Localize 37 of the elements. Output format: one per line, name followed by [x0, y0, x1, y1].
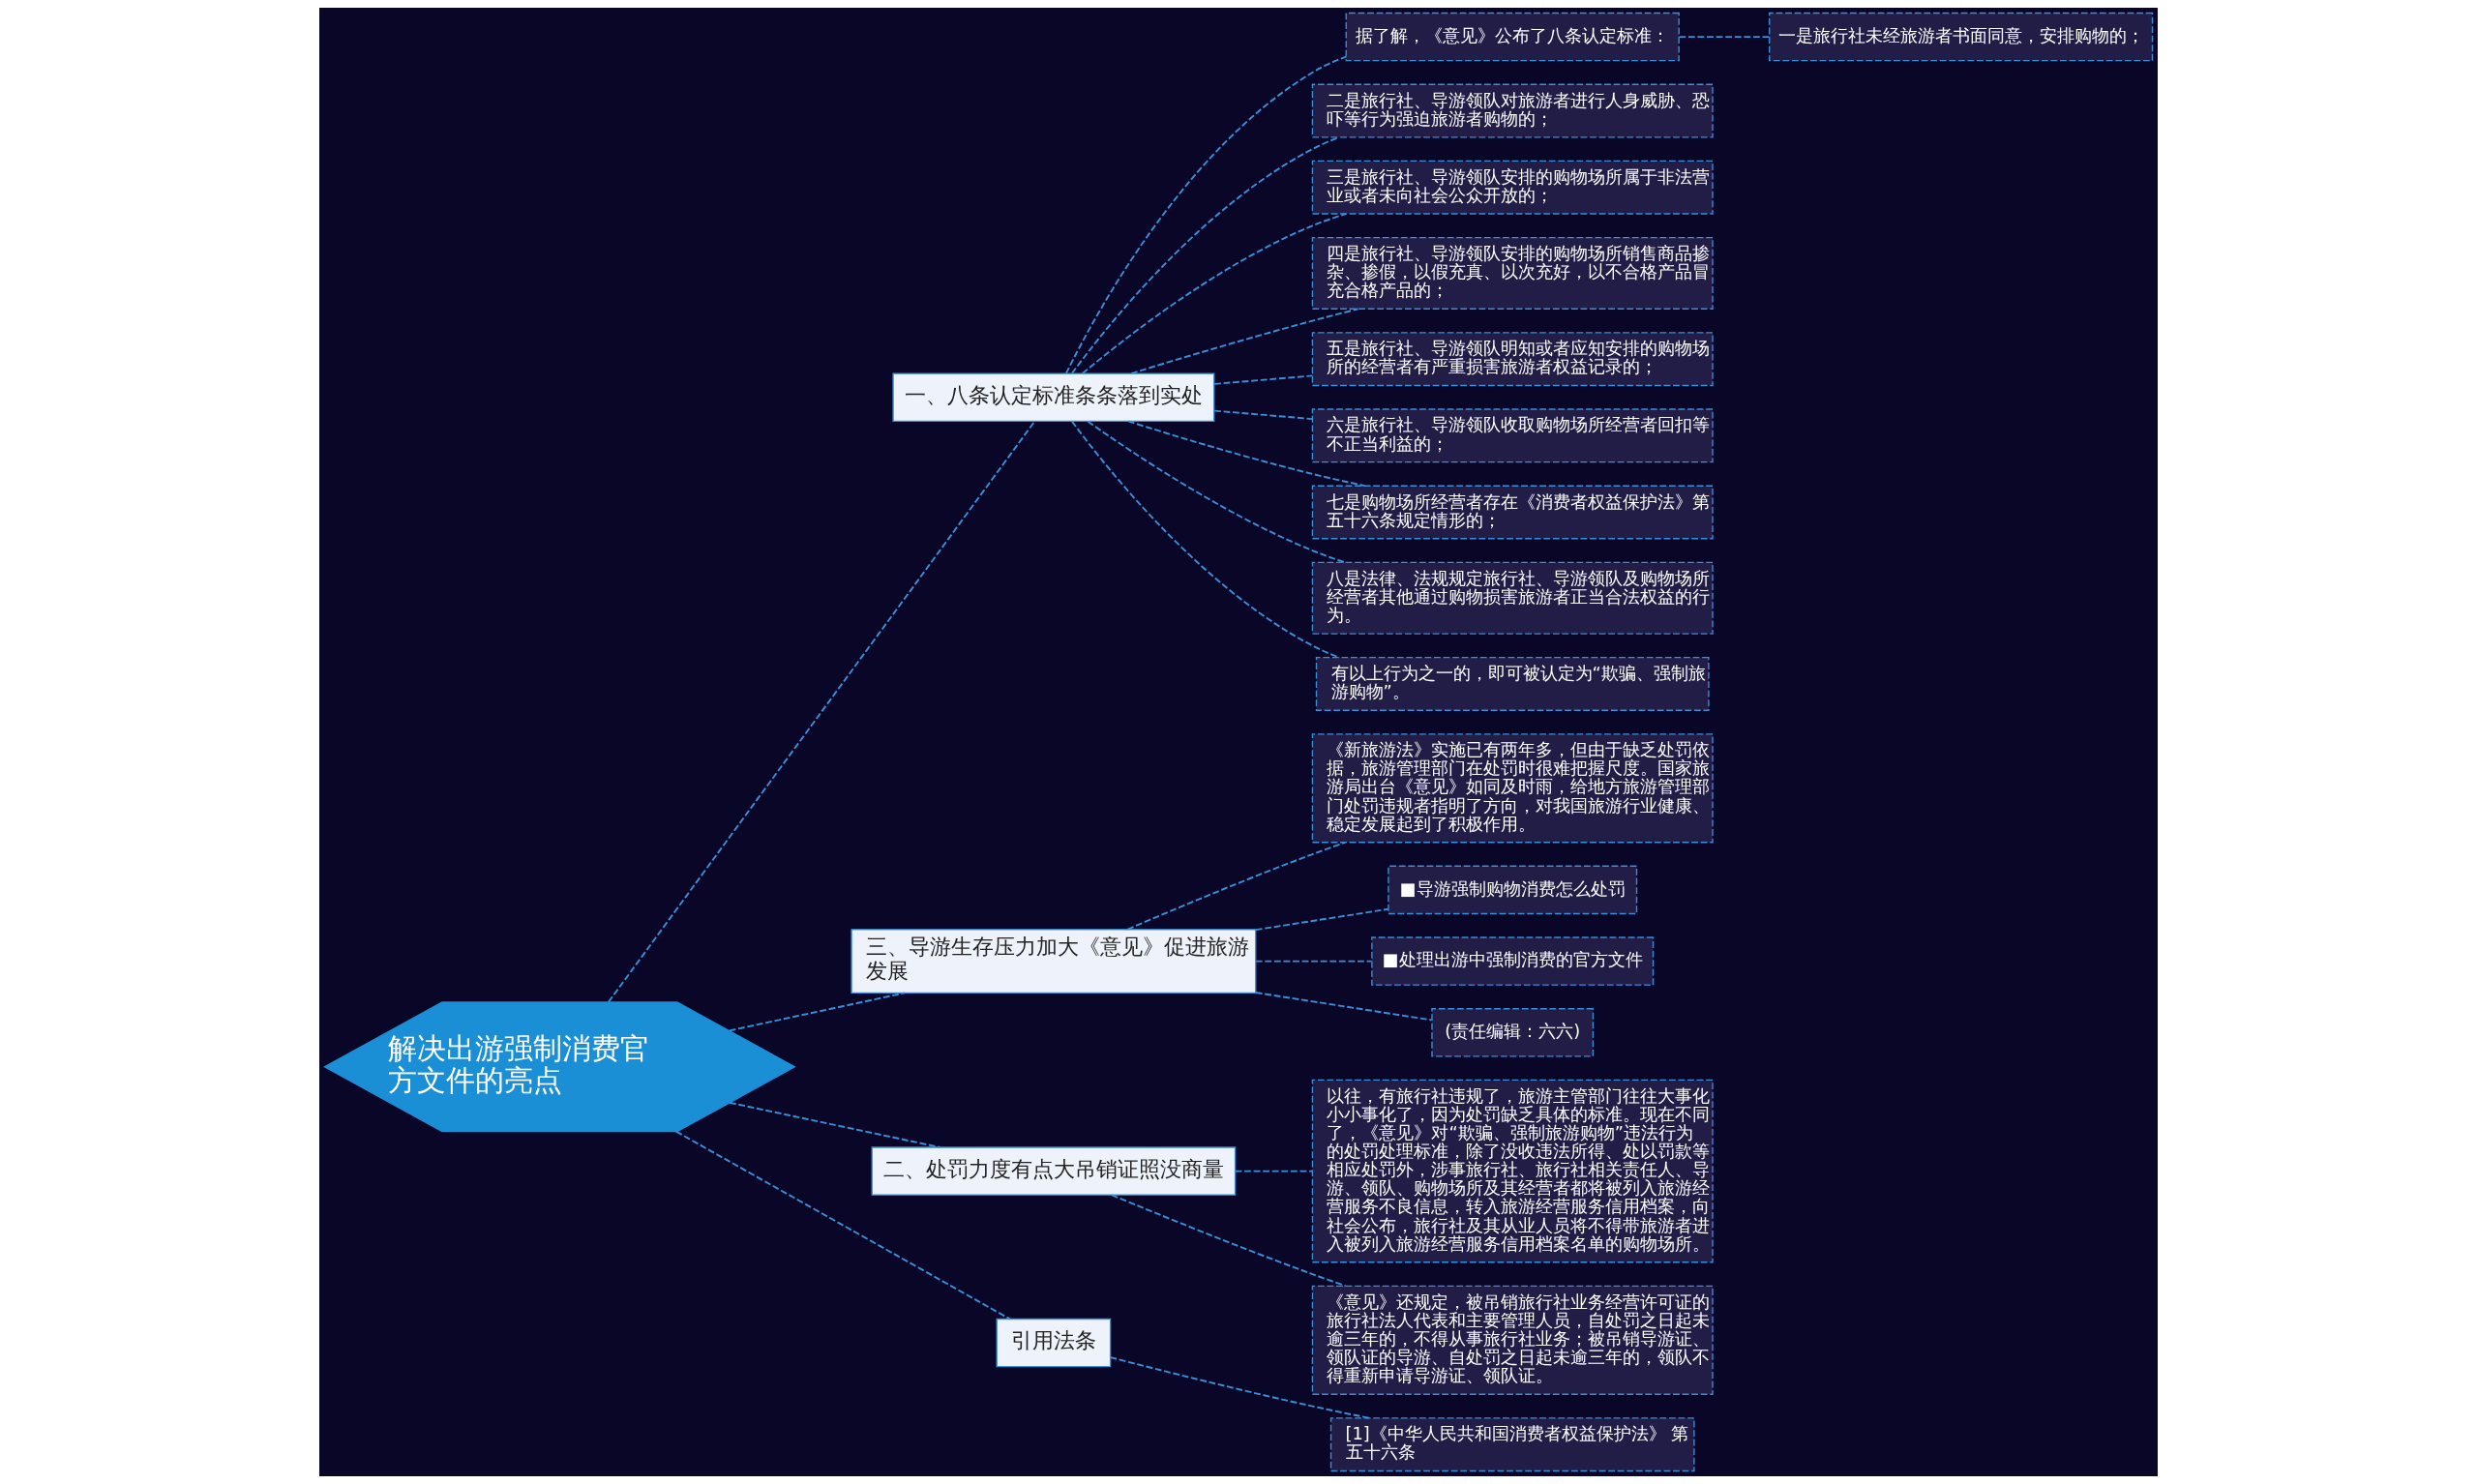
connector: [729, 1101, 941, 1148]
connector: [1678, 36, 1771, 39]
connector: [1081, 213, 1347, 374]
node-box: ■导游强制购物消费怎么处罚: [1388, 865, 1638, 915]
connector: [728, 992, 906, 1032]
connector: [1111, 1194, 1347, 1288]
node-box: 八是法律、法规规定旅行社、导游领队及购物场所经营者其他通过购物损害旅游者正当合法权益的行为。: [1311, 561, 1714, 635]
node-box: 一是旅行社未经旅游者书面同意，安排购物的；: [1769, 12, 2154, 62]
connector: [607, 420, 1036, 1003]
node-box: 三、导游生存压力加大《意见》促进旅游发展: [851, 929, 1257, 994]
connector: [1213, 374, 1314, 385]
node-box: 《意见》还规定，被吊销旅行社业务经营许可证的旅行社法人代表和主要管理人员，自处罚之日起未逾三年的，不得从事旅行社业务；被吊销导游证、领队证的导游、自处罚之日起未逾三年的，领队不得重新申请导游证、领队证。: [1311, 1285, 1714, 1395]
node-box: 二、处罚力度有点大吊销证照没商量: [871, 1146, 1237, 1196]
node-box: [1]《中华人民共和国消费者权益保护法》 第五十六条: [1329, 1417, 1695, 1472]
node-box: 五是旅行社、导游领队明知或者应知安排的购物场所的经营者有严重损害旅游者权益记录的；: [1311, 332, 1714, 387]
connector: [674, 1130, 1011, 1321]
node-box: ■处理出游中强制消费的官方文件: [1371, 936, 1655, 986]
connector: [1254, 960, 1373, 963]
node-box: 二是旅行社、导游领队对旅游者进行人身威胁、恐吓等行为强迫旅游者购物的；: [1311, 83, 1714, 138]
connector: [1254, 907, 1389, 932]
node-box: 三是旅行社、导游领队安排的购物场所属于非法营业或者未向社会公众开放的；: [1311, 160, 1714, 215]
connector: [1213, 409, 1314, 421]
node-box: 据了解，《意见》公布了八条认定标准：: [1345, 12, 1680, 62]
node-box: 《新旅游法》实施已有两年多，但由于缺乏处罚依据，旅游管理部门在处罚时很难把握尺度。国家旅游局出台《意见》如同及时雨，给地方旅游管理部门处罚违规者指明了方向，对我国旅游行业健康、稳定发展起到了积极作用。: [1311, 733, 1714, 844]
connector: [1087, 420, 1347, 564]
node-box: 以往，有旅行社违规了，旅游主管部门往往大事化小小事化了，因为处罚缺乏具体的标准。现在不同了，《意见》对“欺骗、强制旅游购物”违法行为的处罚处理标准，除了没收违法所得、处以罚款等相应处罚外，涉事旅行社、旅行社相关责任人、导游、领队、购物场所及其经营者都将被列入旅游经营服务不良信息，转入旅游经营服务信用档案，向社会公布，旅行社及其从业人员将不得带旅游者进入被列入旅游经营服务信用档案名单的购物场所。: [1311, 1079, 1714, 1263]
node-box: 一、八条认定标准条条落到实处: [892, 372, 1215, 422]
node-box: 引用法条: [996, 1318, 1112, 1368]
node-box: (责任编辑：六六): [1431, 1008, 1595, 1057]
connector: [1254, 992, 1433, 1022]
node-box: 六是旅行社、导游领队收取购物场所经营者回扣等不正当利益的；: [1311, 408, 1714, 463]
connector: [1234, 1170, 1314, 1172]
connector: [1065, 55, 1348, 374]
node-box: 四是旅行社、导游领队安排的购物场所销售商品掺杂、掺假，以假充真、以次充好，以不合格产品冒充合格产品的；: [1311, 236, 1714, 310]
node-box: 有以上行为之一的，即可被认定为“欺骗、强制旅游购物”。: [1315, 656, 1710, 711]
node-box: 七是购物场所经营者存在《消费者权益保护法》第五十六条规定情形的；: [1311, 485, 1714, 540]
connector: [1126, 841, 1346, 931]
